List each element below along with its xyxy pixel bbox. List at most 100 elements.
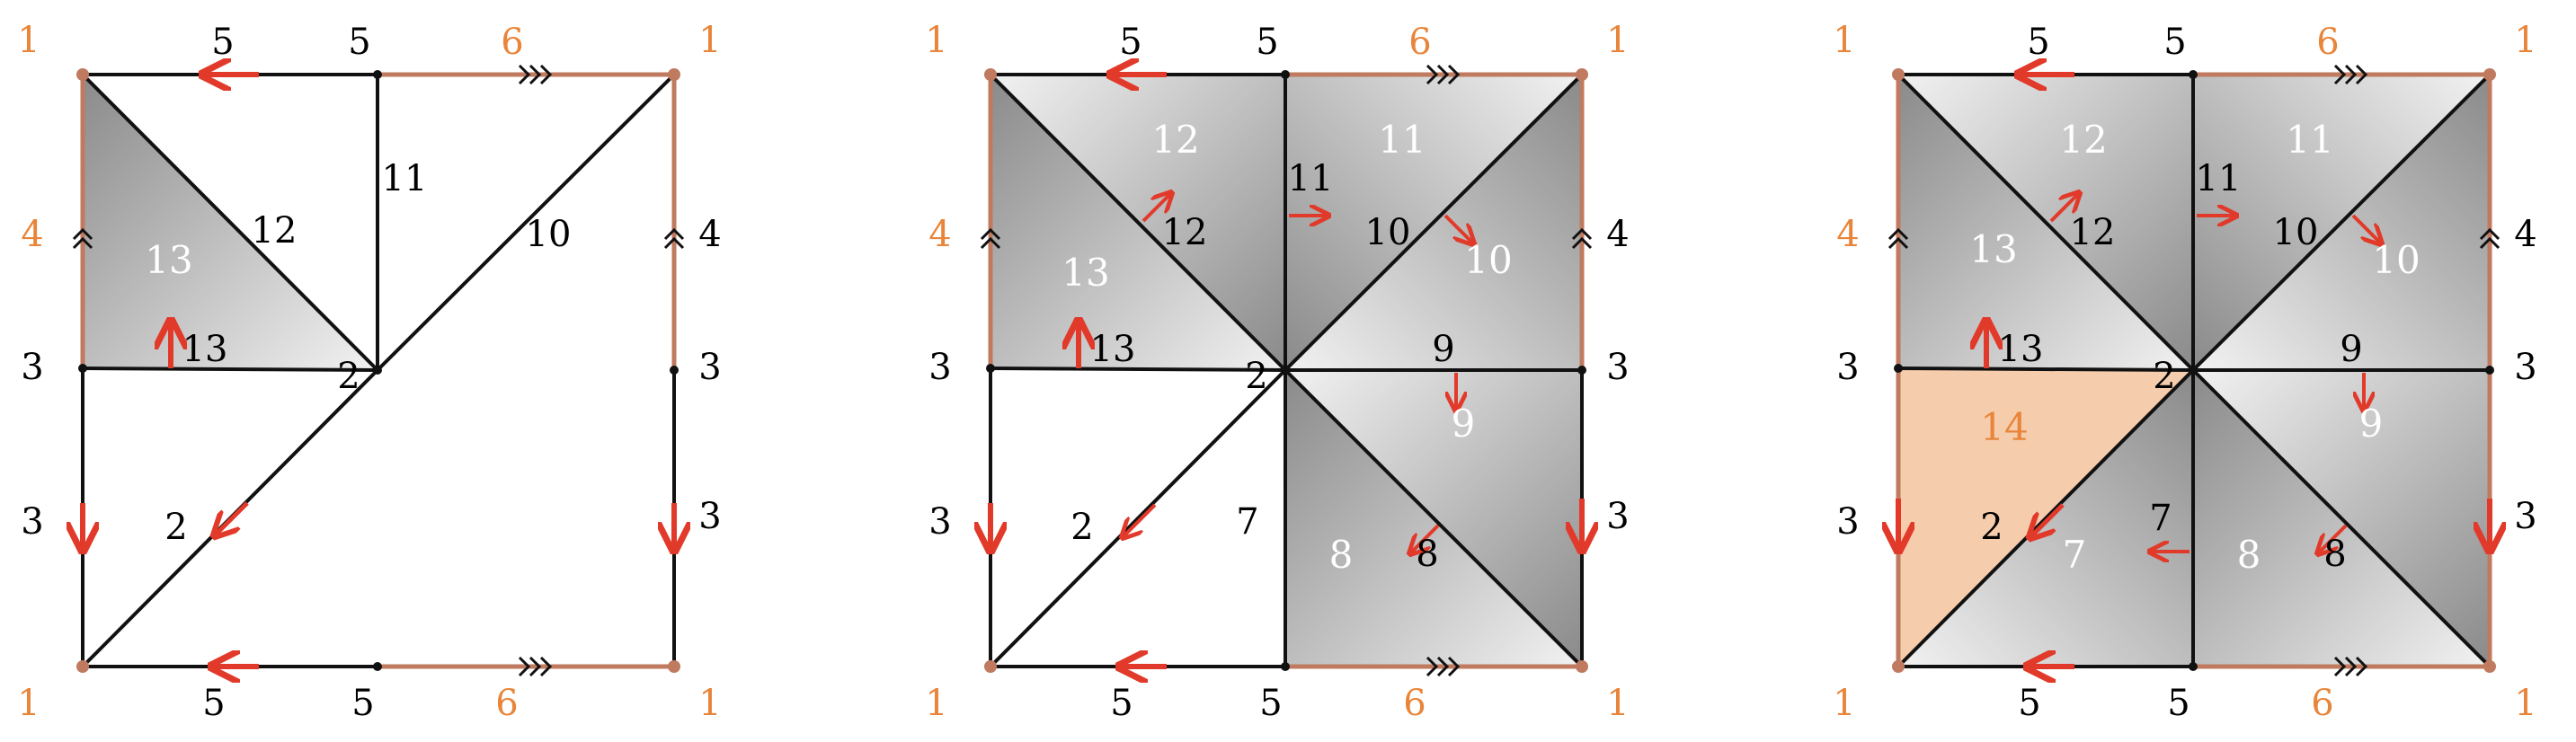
face-label-12: 12	[2059, 118, 2107, 162]
edge-8	[1284, 368, 1584, 668]
edge-12	[989, 73, 1287, 372]
face-label-13: 13	[1969, 227, 2017, 271]
edge-label: 4	[928, 214, 951, 255]
vertex	[78, 364, 87, 373]
panel-3: 5 5 6 4 3 3 5 5 6 4 3 3 11 12 10 13 9 8 …	[1833, 20, 2536, 724]
vertex-corner	[668, 68, 680, 81]
face-label-8: 8	[2237, 533, 2261, 577]
chevron-triple-icon	[2333, 64, 2368, 85]
edge-12	[1896, 73, 2195, 372]
edge-10	[2191, 73, 2492, 372]
edge-label: 2	[1245, 356, 1267, 397]
edge-label: 12	[1162, 212, 1208, 253]
vertex	[1577, 366, 1586, 375]
direction-arrow	[2319, 524, 2348, 552]
edge-label: 6	[2316, 22, 2339, 63]
face-label-13: 13	[1061, 251, 1109, 295]
direction-arrow	[2031, 503, 2065, 536]
vertex-corner	[1892, 68, 1905, 81]
edge-13	[82, 367, 378, 372]
edge-label: 5	[1256, 22, 1278, 63]
vertex-corner	[1576, 660, 1588, 673]
edge-label: 3	[1836, 501, 1859, 543]
edge-label: 3	[1606, 347, 1629, 388]
edge-label: 6	[1408, 22, 1431, 63]
edge-label: 5	[2027, 22, 2049, 63]
edge-label: 5	[211, 22, 234, 63]
edge-label: 3	[2514, 347, 2536, 388]
edge-label: 5	[348, 22, 370, 63]
face-label-9: 9	[1452, 402, 1476, 446]
vertex	[1281, 366, 1290, 375]
edge-label: 11	[1288, 158, 1334, 199]
edge-label: 7	[1236, 501, 1258, 543]
vertex-label: 1	[698, 20, 721, 61]
vertex	[1281, 662, 1290, 671]
edge-label: 5	[1119, 22, 1141, 63]
edge-10	[376, 73, 676, 372]
direction-arrow	[1411, 524, 1440, 552]
edge-label: 2	[1070, 507, 1093, 548]
edge-label: 3	[698, 347, 721, 388]
chevron-double-icon	[72, 227, 93, 250]
direction-arrow	[1443, 214, 1472, 243]
vertex	[373, 662, 382, 671]
edge-label: 3	[928, 501, 951, 543]
edge-label: 13	[182, 329, 228, 370]
vertex-label: 1	[1833, 683, 1855, 724]
edge-label: 10	[1365, 212, 1411, 253]
direction-arrow	[1141, 194, 1170, 223]
edge-label: 3	[2514, 496, 2536, 537]
vertex-corner	[668, 660, 680, 673]
edge-label: 3	[698, 496, 721, 537]
vertex-label: 1	[2514, 20, 2536, 61]
vertex-corner	[1576, 68, 1588, 81]
edge-label: 3	[21, 501, 43, 543]
edge-label: 8	[1416, 534, 1438, 575]
face-label-8: 8	[1329, 533, 1354, 577]
vertex	[986, 364, 995, 373]
edge-label: 5	[1259, 683, 1282, 724]
vertex-corner	[1892, 660, 1905, 673]
chevron-triple-icon	[1426, 64, 1461, 85]
face-label-9: 9	[2359, 402, 2384, 446]
edge-label: 3	[1606, 496, 1629, 537]
vertex	[670, 366, 679, 375]
vertex-label: 1	[1606, 683, 1629, 724]
face-label-14: 14	[1980, 405, 2028, 449]
edge-label: 2	[2153, 356, 2175, 397]
edge-label: 11	[2196, 158, 2242, 199]
edge-label: 12	[252, 210, 298, 252]
face-label-11: 11	[2286, 118, 2333, 162]
edge-10	[1284, 73, 1584, 372]
edge-label: 2	[164, 507, 187, 548]
direction-arrow	[216, 501, 249, 534]
vertex-label: 1	[1833, 20, 1855, 61]
edge-label: 4	[1606, 214, 1629, 255]
face-label-13: 13	[145, 238, 192, 282]
vertex	[373, 366, 382, 375]
vertex-label: 1	[17, 20, 40, 61]
face-label-10: 10	[2372, 238, 2420, 282]
vertex-label: 1	[925, 683, 947, 724]
face-label-7: 7	[2063, 533, 2087, 577]
edge-label: 3	[1836, 347, 1859, 388]
vertex	[1894, 364, 1903, 373]
chevron-triple-icon	[518, 64, 553, 85]
edge-label: 5	[202, 683, 225, 724]
direction-arrow	[1124, 503, 1157, 536]
edge-label: 4	[1836, 214, 1859, 255]
vertex-corner	[984, 68, 997, 81]
vertex	[1281, 70, 1290, 79]
vertex	[2189, 70, 2198, 79]
edge-label: 7	[2149, 498, 2172, 539]
edge-13	[1897, 367, 2194, 372]
vertex	[2189, 662, 2198, 671]
vertex	[2189, 366, 2198, 375]
edge-label: 5	[2167, 683, 2190, 724]
edge-label: 9	[2340, 329, 2362, 370]
vertex-label: 1	[925, 20, 947, 61]
panel-2: 5 5 6 4 3 3 5 5 6 4 3 3 11 12 10 13 9 8 …	[925, 20, 1629, 724]
edge-label: 9	[1432, 329, 1454, 370]
